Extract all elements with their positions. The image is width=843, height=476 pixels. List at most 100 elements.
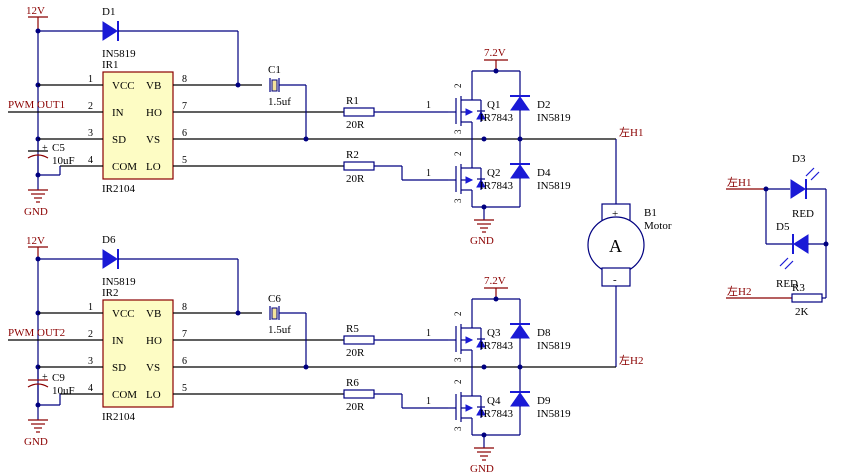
d1-ref: D1 — [102, 6, 115, 18]
svg-text:1: 1 — [426, 168, 431, 179]
svg-text:IN5819: IN5819 — [537, 180, 571, 192]
svg-text:5: 5 — [182, 155, 187, 166]
svg-text:HO: HO — [146, 107, 162, 119]
svg-text:D2: D2 — [537, 99, 550, 111]
svg-text:4: 4 — [88, 155, 93, 166]
svg-text:B1: B1 — [644, 207, 657, 219]
power-12v-top: 12V — [26, 5, 48, 31]
svg-text:1: 1 — [426, 396, 431, 407]
svg-text:LO: LO — [146, 389, 161, 401]
svg-text:7: 7 — [182, 329, 187, 340]
svg-text:VCC: VCC — [112, 80, 135, 92]
svg-text:D4: D4 — [537, 167, 551, 179]
svg-text:HO: HO — [146, 335, 162, 347]
svg-text:R3: R3 — [792, 282, 805, 294]
svg-text:Q1: Q1 — [487, 99, 500, 111]
svg-text:IR7843: IR7843 — [480, 340, 514, 352]
svg-text:1.5uf: 1.5uf — [268, 324, 291, 336]
svg-text:R2: R2 — [346, 149, 359, 161]
svg-text:R5: R5 — [346, 323, 359, 335]
svg-text:IR7843: IR7843 — [480, 112, 514, 124]
svg-text:20R: 20R — [346, 401, 365, 413]
svg-text:+: + — [42, 372, 48, 383]
svg-text:IN: IN — [112, 107, 124, 119]
diode-d6: D6 IN5819 — [38, 234, 239, 313]
svg-text:VS: VS — [146, 134, 160, 146]
power-12v-label: 12V — [26, 5, 45, 17]
svg-text:IN5819: IN5819 — [102, 276, 136, 288]
svg-text:20R: 20R — [346, 347, 365, 359]
capacitor-c5: + C5 10uF — [27, 139, 75, 175]
gnd-bottom-right: GND — [470, 435, 494, 475]
svg-text:D6: D6 — [102, 234, 116, 246]
svg-text:-: - — [613, 274, 617, 286]
svg-text:Motor: Motor — [644, 220, 672, 232]
svg-text:D5: D5 — [776, 221, 790, 233]
svg-text:IN: IN — [112, 335, 124, 347]
svg-text:3: 3 — [453, 426, 463, 431]
svg-text:VS: VS — [146, 362, 160, 374]
svg-text:IR7843: IR7843 — [480, 180, 514, 192]
svg-text:1: 1 — [426, 328, 431, 339]
svg-text:1: 1 — [88, 74, 93, 85]
svg-text:2K: 2K — [795, 306, 809, 318]
svg-text:GND: GND — [24, 206, 48, 218]
svg-text:2: 2 — [88, 329, 93, 340]
svg-text:1.5uf: 1.5uf — [268, 96, 291, 108]
capacitor-c1: C1 1.5uf — [268, 64, 307, 139]
svg-text:IR2: IR2 — [102, 287, 119, 299]
diode-d2: D2 IN5819 — [510, 71, 571, 139]
svg-text:LO: LO — [146, 161, 161, 173]
ic-ir2: IR2 IR2104 VCC IN SD COM VB HO VS LO 1 2… — [88, 287, 187, 423]
svg-text:12V: 12V — [26, 235, 45, 247]
svg-text:3: 3 — [88, 356, 93, 367]
svg-text:VCC: VCC — [112, 308, 135, 320]
mosfet-q3: 2 3 1 Q3 IR7843 — [426, 299, 514, 367]
svg-text:5: 5 — [182, 383, 187, 394]
svg-text:RED: RED — [792, 208, 814, 220]
capacitor-c9: + C9 10uF — [27, 367, 75, 405]
motor-b1: A + - B1 Motor — [587, 139, 672, 367]
svg-text:10uF: 10uF — [52, 155, 75, 167]
svg-text:COM: COM — [112, 161, 137, 173]
diode-d4: D4 IN5819 — [510, 139, 571, 207]
power-12v-bottom: 12V — [26, 235, 48, 259]
svg-text:左H2: 左H2 — [727, 285, 751, 298]
svg-text:2: 2 — [88, 101, 93, 112]
resistor-r1: R1 20R — [343, 95, 448, 131]
svg-text:Q4: Q4 — [487, 395, 501, 407]
svg-text:1: 1 — [88, 302, 93, 313]
svg-text:左H1: 左H1 — [727, 176, 751, 189]
motor-symbol: A — [609, 236, 622, 256]
svg-text:+: + — [612, 208, 618, 220]
svg-text:+: + — [42, 143, 48, 154]
svg-text:D9: D9 — [537, 395, 551, 407]
svg-text:IR2104: IR2104 — [102, 411, 136, 423]
resistor-r2: R2 20R — [343, 149, 448, 185]
svg-text:IR7843: IR7843 — [480, 408, 514, 420]
svg-text:C9: C9 — [52, 372, 65, 384]
svg-text:3: 3 — [453, 357, 463, 362]
svg-text:D3: D3 — [792, 153, 806, 165]
svg-text:COM: COM — [112, 389, 137, 401]
pwm-out2-label: PWM OUT2 — [8, 327, 65, 339]
mosfet-q4: 2 3 1 Q4 IR7843 — [426, 367, 514, 435]
svg-text:1: 1 — [426, 100, 431, 111]
power-7v2-bottom: 7.2V — [484, 275, 508, 299]
svg-text:GND: GND — [470, 235, 494, 247]
svg-text:C6: C6 — [268, 293, 281, 305]
svg-text:Q3: Q3 — [487, 327, 501, 339]
svg-text:SD: SD — [112, 362, 126, 374]
capacitor-c6: C6 1.5uf — [268, 293, 307, 367]
svg-text:10uF: 10uF — [52, 385, 75, 397]
ir1-ref: IR1 — [102, 59, 119, 71]
svg-text:IN5819: IN5819 — [537, 112, 571, 124]
svg-text:R1: R1 — [346, 95, 359, 107]
svg-text:4: 4 — [88, 383, 93, 394]
svg-text:IN5819: IN5819 — [537, 340, 571, 352]
svg-text:Q2: Q2 — [487, 167, 500, 179]
svg-text:7: 7 — [182, 101, 187, 112]
svg-text:6: 6 — [182, 128, 187, 139]
resistor-r5: R5 20R — [343, 323, 448, 359]
ir1-part: IR2104 — [102, 183, 136, 195]
